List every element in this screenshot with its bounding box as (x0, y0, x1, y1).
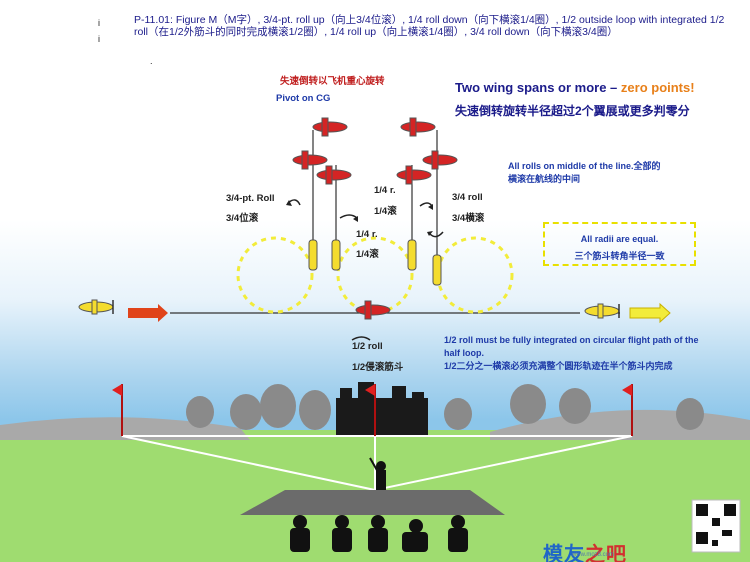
watermark-brand-b: 之吧 (585, 544, 627, 562)
planes-vertical-yellow (308, 239, 442, 286)
zero-points-prefix: Two wing spans or more – (455, 80, 621, 95)
roll-arrow-bottom (351, 336, 371, 341)
entry-arrow (128, 304, 168, 322)
center-right-roll-en: 1/4 r. (374, 185, 396, 196)
figure-title: P-11.01: Figure M（M字）, 3/4-pt. roll up（向… (134, 14, 725, 38)
stray-mark: . (150, 56, 153, 66)
hill-left (0, 417, 250, 440)
rolls-note: All rolls on middle of the line.全部的横滚在航线… (508, 160, 668, 186)
half-loop-note-en: 1/2 roll must be fully integrated on cir… (444, 335, 699, 358)
loop-center (336, 236, 414, 314)
watermark-brand-a: 模友 (543, 544, 585, 562)
radii-note-box: All radii are equal. 三个筋斗转角半径一致 (543, 222, 696, 266)
planes-top-right (396, 117, 458, 185)
zero-points-highlight: zero points! (620, 80, 695, 95)
left-roll-en: 3/4-pt. Roll (226, 193, 275, 204)
watermark-logo: 模友之吧 (543, 538, 627, 562)
right-roll-cn: 3/4横滚 (452, 213, 485, 224)
half-loop-note-cn: 1/2二分之一横滚必须充满整个圆形轨迹在半个筋斗内完成 (444, 361, 673, 371)
pivot-label-en: Pivot on CG (276, 93, 331, 104)
roll-arrow-center-left (339, 214, 358, 219)
pilot-figure (369, 457, 386, 490)
watermark-url: www.moz8.com (572, 552, 615, 558)
half-roll-en: 1/2 roll (352, 341, 383, 352)
zero-points-note: Two wing spans or more – zero points! (455, 80, 695, 95)
rolls-note-en: All rolls on middle of the line. (508, 161, 634, 171)
flag-left (112, 384, 123, 436)
roll-arrow-center-right (419, 202, 433, 207)
rolls-note-cn: 全部的横滚在航线的中间 (508, 161, 661, 184)
roll-arrow-right (429, 231, 444, 238)
exit-arrow (629, 302, 671, 324)
plane-bottom (355, 300, 391, 320)
center-left-roll-cn: 1/4滚 (356, 249, 379, 260)
judges-silhouettes (290, 515, 468, 552)
runway (240, 490, 505, 515)
trees (186, 384, 704, 430)
flag-center (365, 384, 376, 436)
left-roll-cn: 3/4位滚 (226, 213, 259, 224)
judging-lines (121, 435, 633, 491)
zero-points-cn: 失速倒转旋转半径超过2个翼展或更多判零分 (455, 104, 690, 118)
center-right-roll-cn: 1/4滚 (374, 206, 397, 217)
flag-right (622, 384, 633, 436)
loop-left (236, 236, 314, 314)
radii-note-cn: 三个筋斗转角半径一致 (574, 251, 665, 261)
loop-right (436, 236, 514, 314)
stray-mark: i (98, 34, 100, 44)
right-roll-en: 3/4 roll (452, 192, 483, 203)
radii-note-en: All radii are equal. (580, 234, 659, 244)
plane-entry (78, 299, 114, 315)
qr-code (691, 499, 741, 553)
stray-mark: i (98, 18, 100, 28)
plane-exit (584, 303, 620, 319)
half-loop-note: 1/2 roll must be fully integrated on cir… (444, 334, 714, 373)
center-left-roll-en: 1/4 r. (356, 229, 378, 240)
half-roll-cn: 1/2侵滚筋斗 (352, 362, 404, 373)
castle-silhouette (336, 382, 428, 436)
pivot-label-cn: 失速倒转以飞机重心旋转 (280, 76, 385, 87)
planes-top-left (292, 117, 352, 185)
